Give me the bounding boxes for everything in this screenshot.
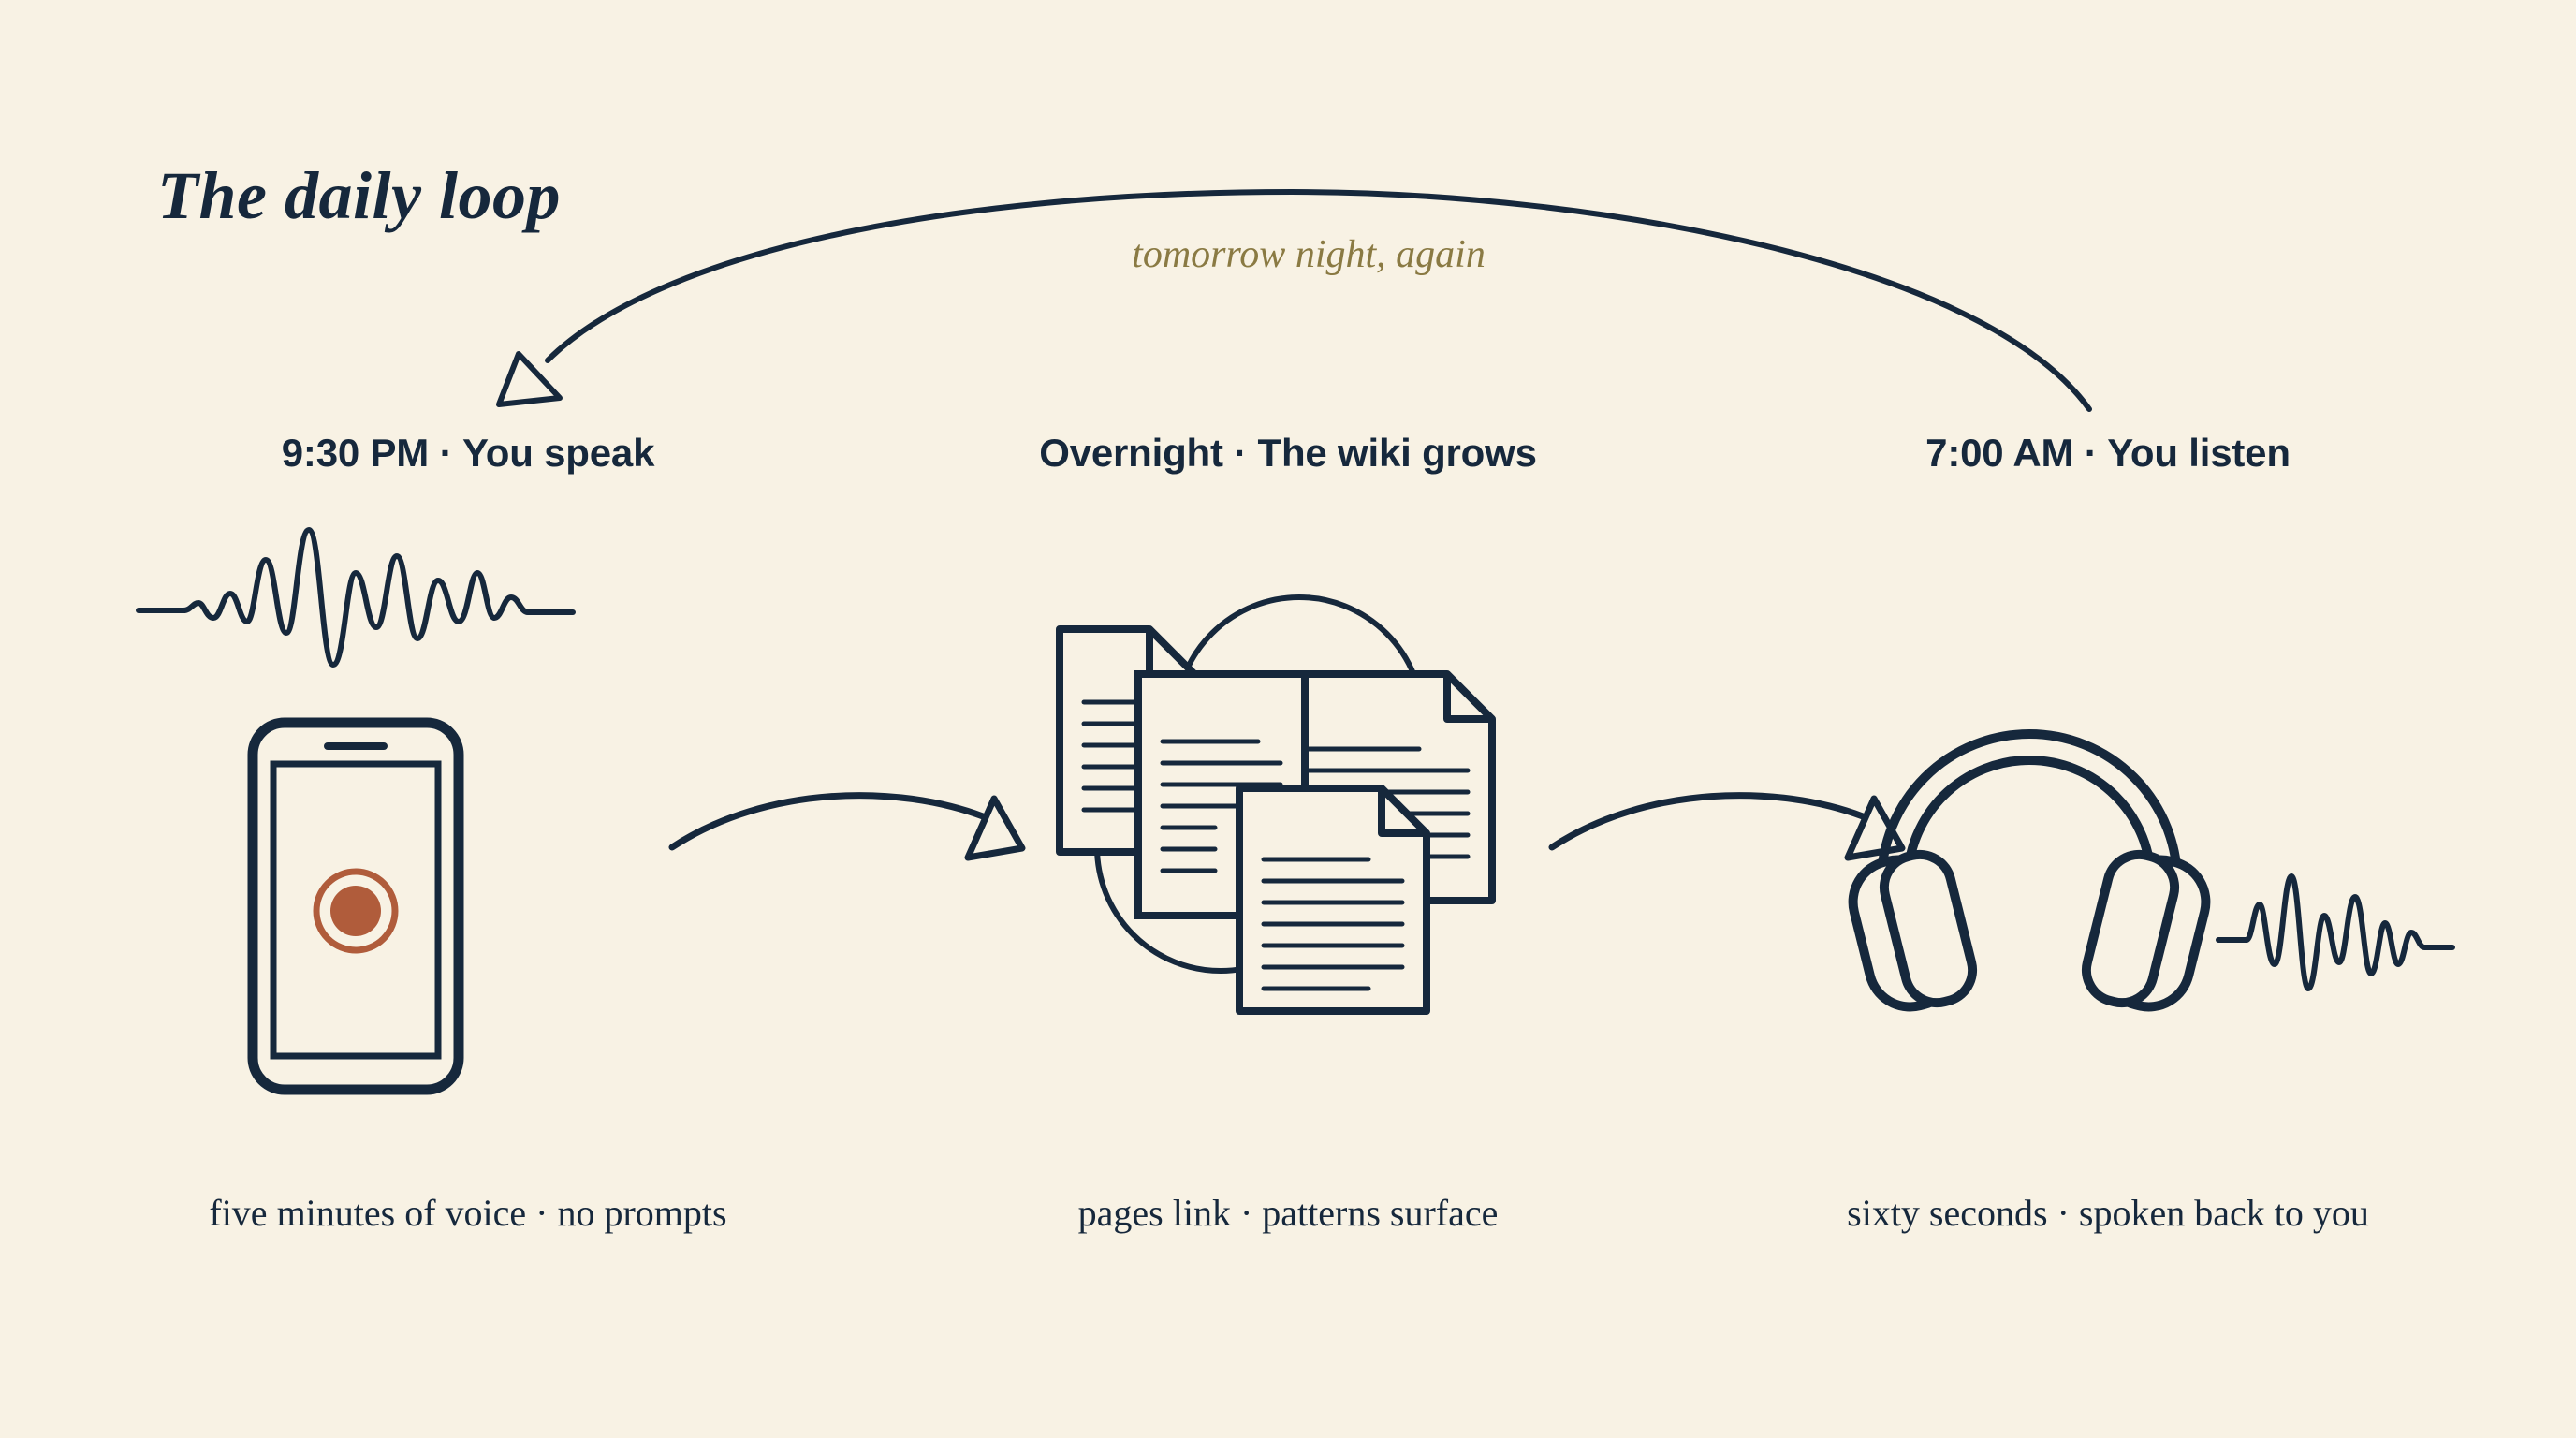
loop-arrow-label: tomorrow night, again [1132,233,1486,276]
phone-record-icon [136,527,576,1095]
document-page-front [1236,785,1430,1015]
step-heading-wiki: Overnight · The wiki grows [1039,431,1537,475]
step-you-listen: 7:00 AM · You listen [1734,0,2482,1438]
arrow-speak-to-wiki [668,792,1026,861]
headphones-icon [1848,729,2455,1012]
step-heading-speak: 9:30 PM · You speak [281,431,655,475]
headphone-ear-cup-right [2081,849,2211,1012]
documents-cluster-icon [1056,594,1496,1015]
arrow-wiki-to-listen [1548,792,1906,861]
page-title: The daily loop [157,158,561,233]
step-caption-speak: five minutes of voice · no prompts [209,1192,727,1234]
headphone-ear-cup-left [1848,849,1978,1012]
step-caption-wiki: pages link · patterns surface [1077,1192,1499,1234]
step-caption-listen: sixty seconds · spoken back to you [1847,1192,2369,1234]
record-button-icon [313,868,399,954]
loop-arrow-listen-to-speak [496,188,2092,412]
waveform-icon [136,527,576,668]
step-heading-listen: 7:00 AM · You listen [1925,431,2291,475]
phone-body [247,717,464,1095]
playback-waveform-icon [2216,873,2455,991]
step-wiki-grows: Overnight · The wiki grows [914,0,1662,1438]
step-you-speak: 9:30 PM · You speak five minutes of voic… [94,0,842,1438]
